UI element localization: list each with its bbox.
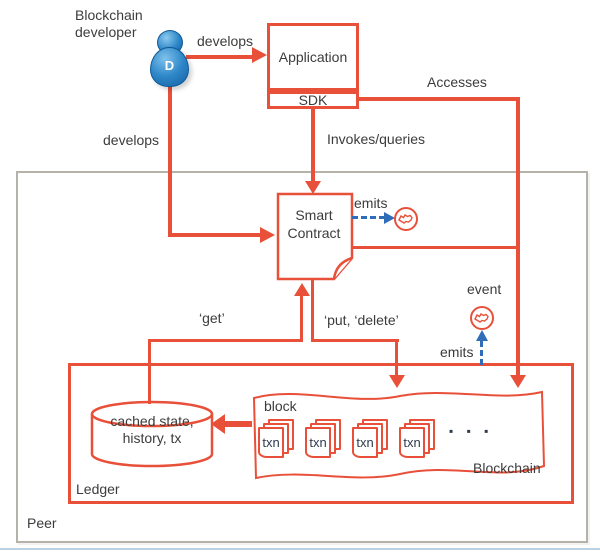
develops-sc-label: develops xyxy=(103,132,160,148)
emits-sc-arrowhead xyxy=(384,212,395,224)
put-delete-label: ‘put, ‘delete’ xyxy=(324,312,399,328)
put-delete-line-h xyxy=(311,339,399,342)
txn-page-front: txn xyxy=(352,427,378,458)
get-line-v1 xyxy=(148,341,151,404)
smart-contract-shape xyxy=(276,192,354,281)
accesses-label: Accesses xyxy=(427,74,487,90)
blockchain-label: Blockchain xyxy=(473,460,541,476)
application-box: Application xyxy=(267,23,359,91)
more-blocks-ellipsis: ▪ ▪ ▪ xyxy=(449,424,494,438)
blockchain-to-state-arrowhead xyxy=(211,414,225,434)
txn-page-front: txn xyxy=(399,427,425,458)
sdk-bar: SDK xyxy=(267,91,359,109)
bottom-divider xyxy=(0,548,600,550)
invokes-line-v xyxy=(311,108,315,182)
block-label: block xyxy=(264,398,297,414)
develops-app-arrowhead xyxy=(252,47,267,63)
txn-block-stack: txn xyxy=(258,419,298,463)
sc-access-connector-line xyxy=(352,246,518,249)
txn-label: txn xyxy=(262,435,280,450)
smart-contract-label: Smart Contract xyxy=(287,207,341,241)
develops-app-arrow-line xyxy=(186,55,252,59)
invokes-arrowhead xyxy=(305,181,321,194)
accesses-line-v xyxy=(516,97,520,376)
invokes-queries-label: Invokes/queries xyxy=(327,131,426,147)
developer-initial: D xyxy=(164,57,175,73)
txn-page-front: txn xyxy=(258,427,284,458)
accesses-line-h xyxy=(358,97,520,101)
developer-icon-body: D xyxy=(150,47,189,87)
developer-label: Blockchain developer xyxy=(75,7,143,40)
txn-label: txn xyxy=(309,435,327,450)
develops-sc-arrowhead xyxy=(260,227,275,243)
txn-label: txn xyxy=(403,435,421,450)
develops-sc-line-v xyxy=(168,86,172,237)
txn-label: txn xyxy=(356,435,374,450)
emits-sc-dashed-line xyxy=(352,216,385,219)
sdk-label: SDK xyxy=(298,92,328,108)
event-icon xyxy=(394,207,418,231)
event-label: event xyxy=(467,281,502,297)
txn-block-stack: txn xyxy=(352,419,392,463)
txn-page-front: txn xyxy=(305,427,331,458)
blockchain-to-state-line xyxy=(224,421,252,427)
develops-sc-line-h xyxy=(168,233,260,237)
state-database-label: cached state, history, tx xyxy=(110,413,194,446)
develops-app-label: develops xyxy=(197,33,254,49)
get-line-v2 xyxy=(300,296,303,341)
put-delete-line-v2 xyxy=(395,341,398,376)
accesses-arrowhead xyxy=(510,375,526,388)
get-line-h xyxy=(148,339,303,342)
txn-block-stack: txn xyxy=(305,419,345,463)
txn-block-stack: txn xyxy=(399,419,439,463)
get-arrowhead xyxy=(294,283,310,296)
peer-label: Peer xyxy=(27,515,57,531)
put-delete-arrowhead xyxy=(389,375,405,388)
emits-ledger-dashed-line xyxy=(480,341,483,365)
put-delete-line-v1 xyxy=(311,278,314,341)
application-label: Application xyxy=(278,49,348,65)
ledger-label: Ledger xyxy=(76,481,120,497)
emits-ledger-arrowhead xyxy=(476,330,488,341)
event-icon xyxy=(470,306,494,330)
emits-ledger-label: emits xyxy=(440,344,474,360)
state-database-cylinder xyxy=(90,400,214,468)
get-label: ‘get’ xyxy=(199,310,225,326)
emits-sc-label: emits xyxy=(354,195,388,211)
